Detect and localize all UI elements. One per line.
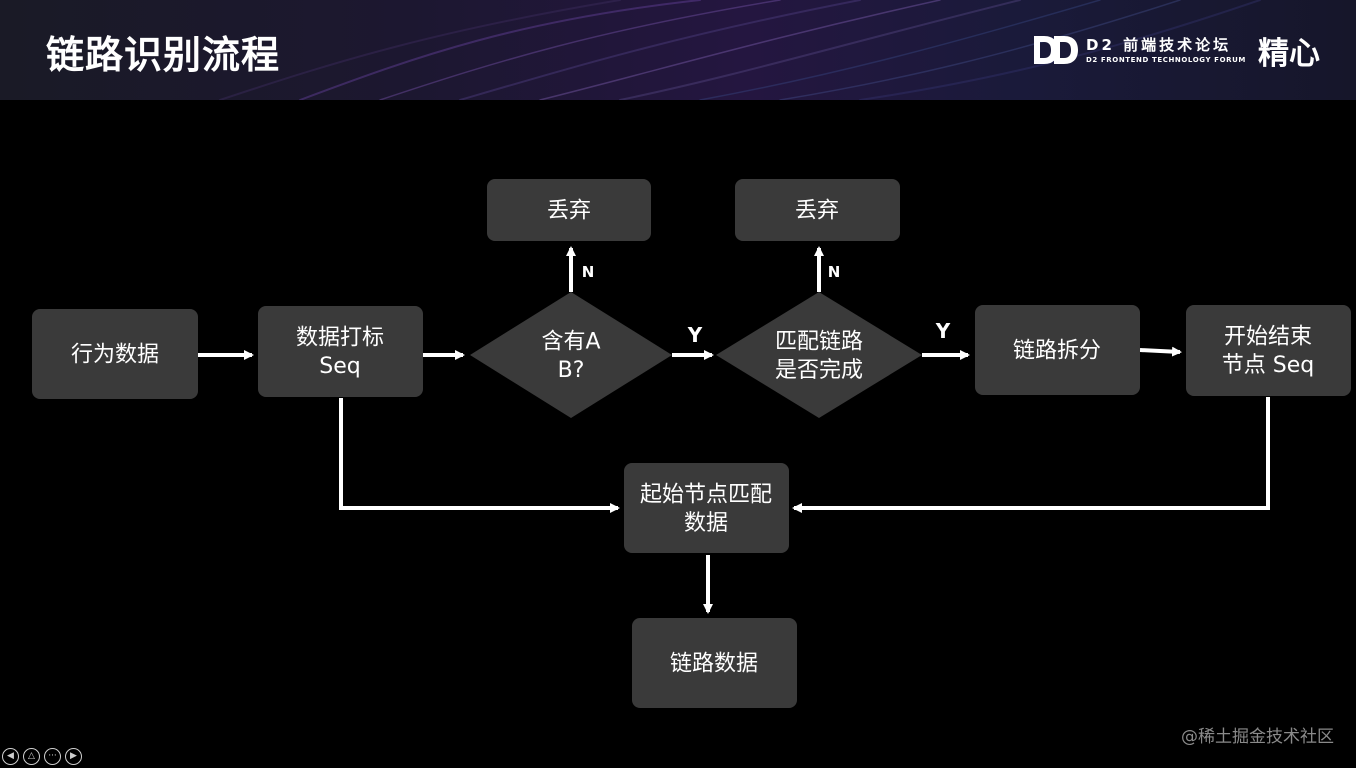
- node-label-line: 节点 Seq: [1222, 353, 1314, 378]
- node-label-line: B?: [558, 358, 585, 383]
- node-label: 行为数据: [71, 343, 159, 368]
- node-label: 起始节点匹配数据: [640, 482, 772, 536]
- node-label-line: 丢弃: [795, 199, 839, 224]
- node-label-line: 是否完成: [775, 358, 863, 383]
- next-slide-icon[interactable]: ▶: [65, 748, 82, 765]
- pen-icon[interactable]: △: [23, 748, 40, 765]
- node-chain-split: 链路拆分: [975, 305, 1140, 395]
- node-label: 链路数据: [670, 652, 758, 677]
- node-label-line: 链路拆分: [1013, 339, 1101, 364]
- node-label: 开始结束节点 Seq: [1222, 324, 1314, 378]
- node-label-line: 行为数据: [71, 343, 159, 368]
- node-chain-data: 链路数据: [632, 618, 797, 708]
- node-label-line: 开始结束: [1224, 324, 1312, 349]
- node-label-line: 起始节点匹配: [640, 482, 772, 507]
- node-discard-2: 丢弃: [735, 179, 900, 241]
- header-banner: 链路识别流程 D2 前端技术论坛 D2 FRONTEND TECHNOLOGY …: [0, 0, 1356, 100]
- node-discard-1: 丢弃: [487, 179, 651, 241]
- node-label: 含有A B?: [541, 329, 600, 383]
- node-start-node-match: 起始节点匹配数据: [624, 463, 789, 553]
- page-title: 链路识别流程: [46, 33, 281, 77]
- player-controls: ◀ △ ··· ▶: [2, 748, 82, 765]
- node-label-line: Seq: [319, 354, 360, 379]
- node-label: 丢弃: [795, 199, 839, 224]
- node-label-line: 链路数据: [670, 652, 758, 677]
- node-label: 丢弃: [547, 199, 591, 224]
- node-label-line: 数据: [684, 511, 728, 536]
- node-label-line: 含有A: [541, 329, 600, 354]
- edge-label-no-2: N: [828, 263, 841, 281]
- node-label: 链路拆分: [1013, 339, 1101, 364]
- node-tag-seq: 数据打标 Seq: [258, 306, 423, 397]
- edge-start-end-to-start-match: [792, 397, 1270, 513]
- header-wave-decoration: [219, 0, 1261, 100]
- node-contains-ab: 含有A B?: [470, 292, 672, 418]
- prev-slide-icon[interactable]: ◀: [2, 748, 19, 765]
- node-label: 数据打标 Seq: [296, 325, 384, 379]
- edge-tag-to-start-match: [339, 398, 620, 513]
- node-start-end-seq: 开始结束节点 Seq: [1186, 305, 1351, 396]
- forum-subtitle: D2 FRONTEND TECHNOLOGY FORUM: [1086, 56, 1246, 64]
- edge-label-no-1: N: [582, 263, 595, 281]
- edge-label-yes-1: Y: [687, 323, 703, 347]
- edge-label-yes-2: Y: [935, 319, 951, 343]
- node-label: 匹配链路是否完成: [775, 329, 863, 383]
- node-label-line: 数据打标: [296, 325, 384, 350]
- more-options-icon[interactable]: ···: [44, 748, 61, 765]
- brand-name: 精心: [1258, 36, 1320, 72]
- watermark: @稀土掘金技术社区: [1181, 727, 1334, 747]
- node-label-line: 匹配链路: [775, 329, 863, 354]
- node-behavior-data: 行为数据: [32, 309, 198, 399]
- node-label-line: 丢弃: [547, 199, 591, 224]
- node-chain-complete: 匹配链路是否完成: [716, 292, 922, 418]
- d2-logo-icon: [1034, 36, 1078, 64]
- edge-split-to-start-end: [1139, 346, 1182, 357]
- forum-name: D2 前端技术论坛: [1086, 36, 1232, 54]
